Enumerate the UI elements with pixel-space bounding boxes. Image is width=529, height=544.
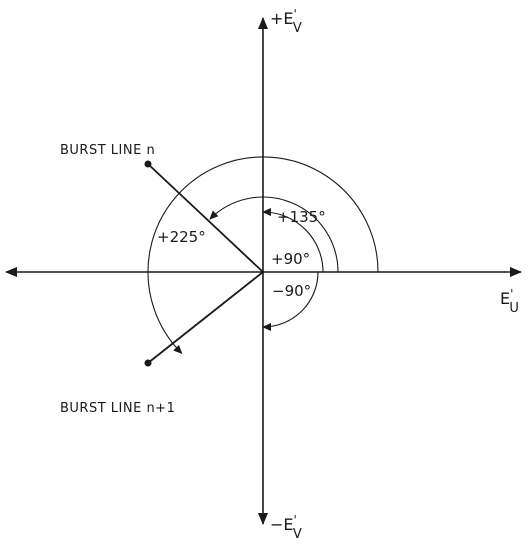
burst-line-n1 bbox=[147, 271, 264, 364]
label-minus-ev: −E'V bbox=[270, 513, 302, 542]
arc-minus-90 bbox=[262, 271, 319, 331]
label-angle-90n: −90° bbox=[272, 282, 311, 300]
label-plus-ev: +E'V bbox=[270, 7, 302, 36]
burst-line-n bbox=[147, 163, 264, 273]
label-angle-135: +135° bbox=[277, 208, 326, 226]
arc-plus-225 bbox=[147, 156, 379, 355]
label-burst-line-n1: BURST LINE n+1 bbox=[60, 401, 175, 416]
burst-line-n1-dot bbox=[144, 359, 152, 367]
arc-plus-90 bbox=[262, 208, 324, 273]
label-angle-225: +225° bbox=[157, 228, 206, 246]
arc-plus-135 bbox=[209, 196, 339, 273]
label-angle-90p: +90° bbox=[271, 250, 310, 268]
burst-line-n-dot bbox=[144, 160, 152, 168]
label-eu: E'U bbox=[500, 287, 519, 316]
label-burst-line-n: BURST LINE n bbox=[60, 143, 155, 158]
